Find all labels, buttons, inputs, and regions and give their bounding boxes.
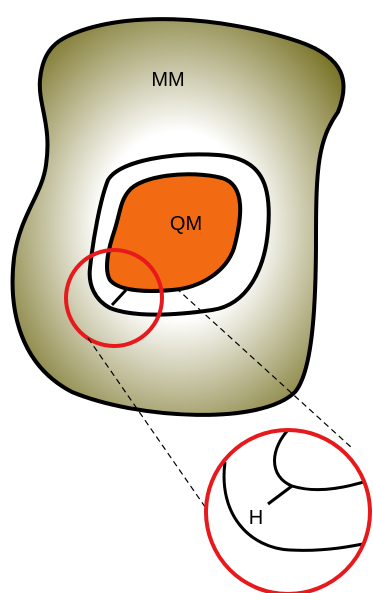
- h-label: H: [249, 507, 263, 529]
- qm-label: QM: [170, 213, 202, 235]
- mm-label: MM: [151, 69, 184, 91]
